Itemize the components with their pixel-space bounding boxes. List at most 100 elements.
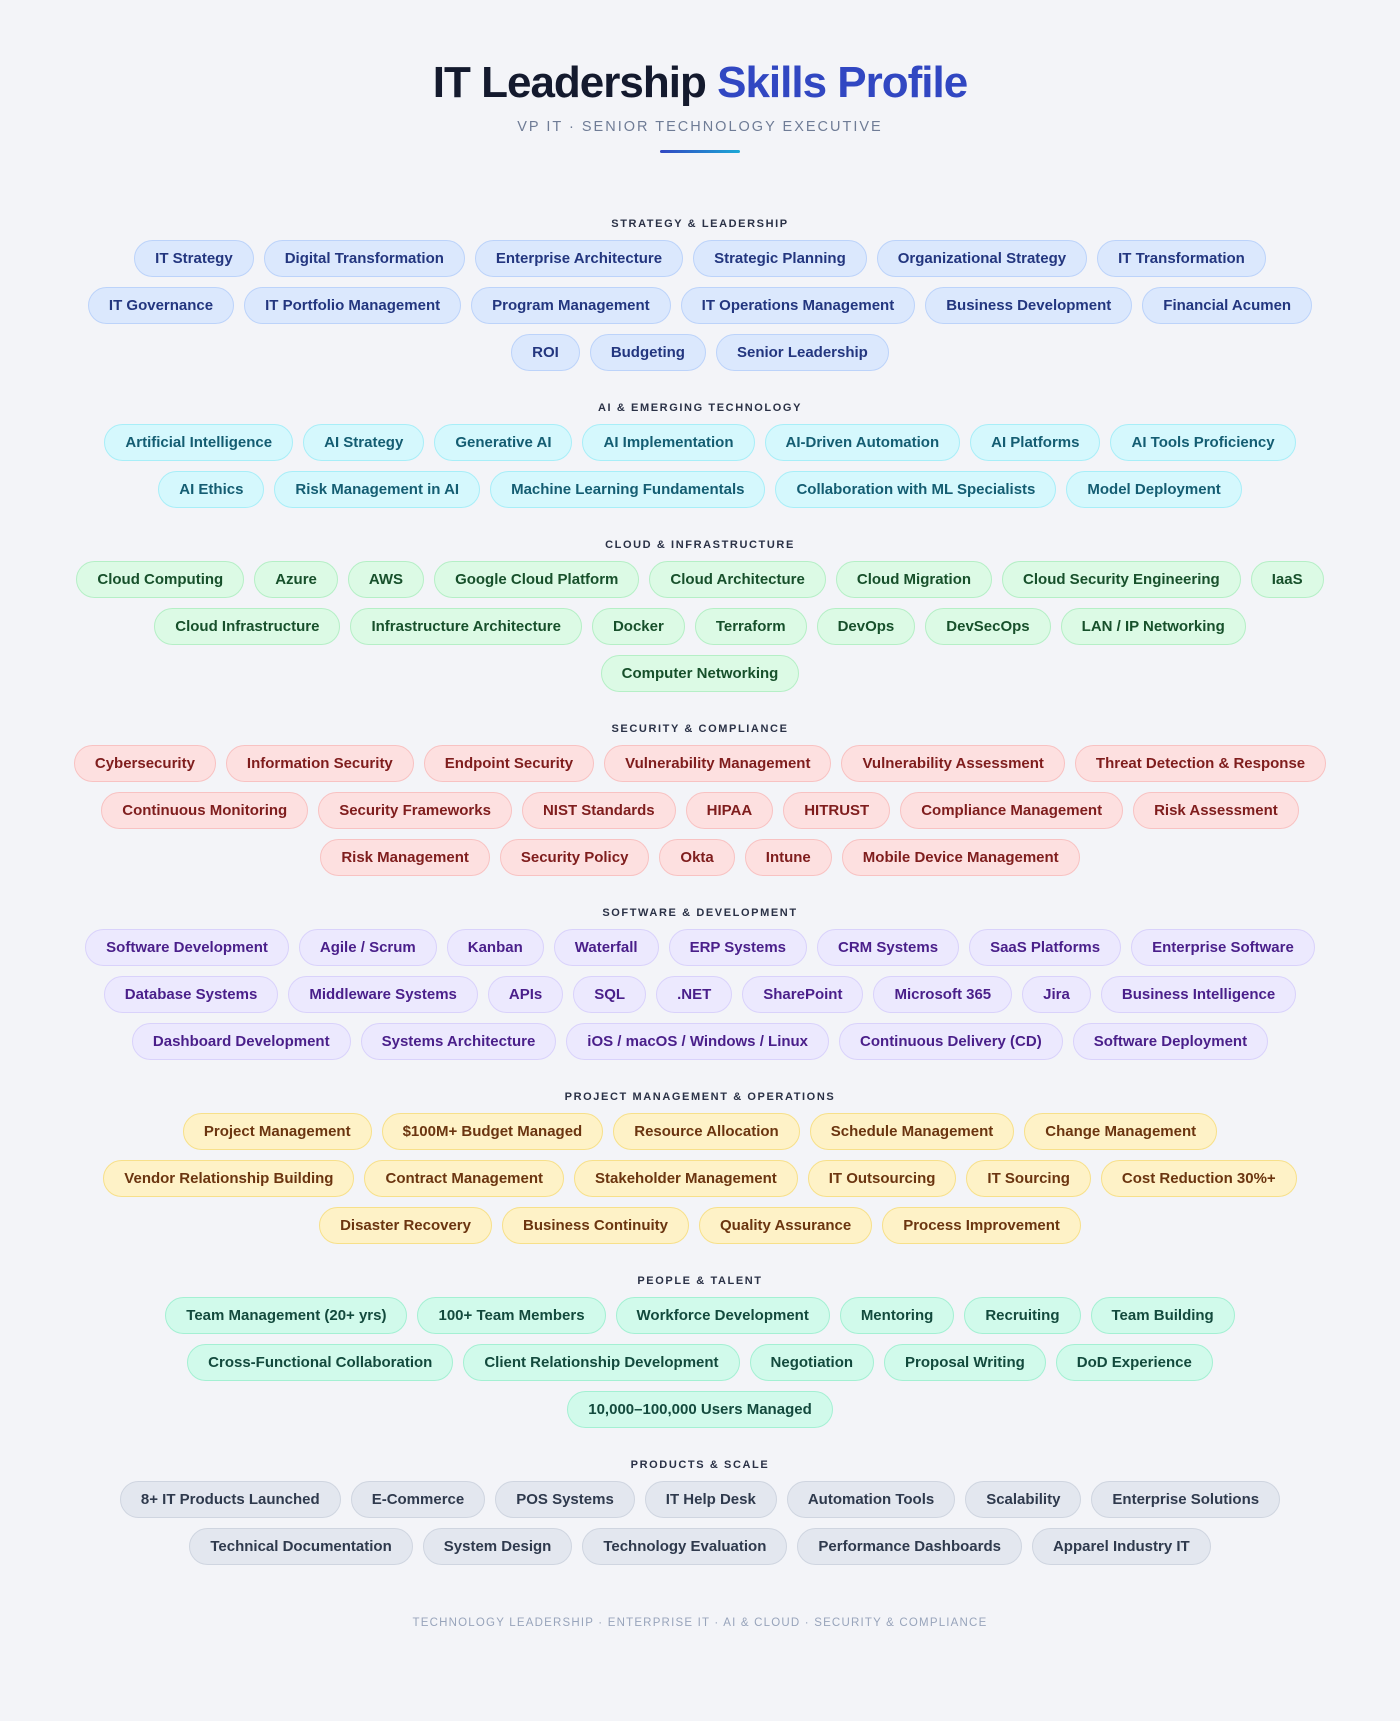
skill-tag[interactable]: Client Relationship Development xyxy=(463,1344,740,1381)
skill-tag[interactable]: Computer Networking xyxy=(600,655,800,692)
skill-tag[interactable]: SaaS Platforms xyxy=(969,929,1122,966)
skill-tag[interactable]: IT Sourcing xyxy=(966,1160,1091,1197)
skill-tag[interactable]: Enterprise Architecture xyxy=(474,240,684,277)
skill-tag[interactable]: Proposal Writing xyxy=(884,1344,1046,1381)
skill-tag[interactable]: Performance Dashboards xyxy=(797,1528,1022,1565)
skill-tag[interactable]: Cloud Migration xyxy=(835,561,993,598)
skill-tag[interactable]: IaaS xyxy=(1250,561,1324,598)
skill-tag[interactable]: Disaster Recovery xyxy=(319,1207,492,1244)
skill-tag[interactable]: IT Operations Management xyxy=(680,287,916,324)
skill-tag[interactable]: Senior Leadership xyxy=(715,334,889,371)
skill-tag[interactable]: Digital Transformation xyxy=(263,240,465,277)
skill-tag[interactable]: Enterprise Solutions xyxy=(1091,1481,1281,1518)
skill-tag[interactable]: Cross-Functional Collaboration xyxy=(187,1344,454,1381)
skill-tag[interactable]: Financial Acumen xyxy=(1142,287,1313,324)
skill-tag[interactable]: Security Policy xyxy=(499,839,650,876)
skill-tag[interactable]: Mentoring xyxy=(839,1297,955,1334)
skill-tag[interactable]: Terraform xyxy=(694,608,807,645)
skill-tag[interactable]: Generative AI xyxy=(434,424,573,461)
skill-tag[interactable]: Vulnerability Assessment xyxy=(841,745,1065,782)
skill-tag[interactable]: Risk Assessment xyxy=(1133,792,1299,829)
skill-tag[interactable]: Okta xyxy=(659,839,735,876)
skill-tag[interactable]: Dashboard Development xyxy=(131,1023,351,1060)
skill-tag[interactable]: Risk Management in AI xyxy=(274,471,481,508)
skill-tag[interactable]: Systems Architecture xyxy=(360,1023,557,1060)
skill-tag[interactable]: Technical Documentation xyxy=(189,1528,413,1565)
skill-tag[interactable]: DevOps xyxy=(816,608,916,645)
skill-tag[interactable]: $100M+ Budget Managed xyxy=(381,1113,604,1150)
skill-tag[interactable]: ROI xyxy=(511,334,580,371)
skill-tag[interactable]: Scalability xyxy=(965,1481,1082,1518)
skill-tag[interactable]: IT Outsourcing xyxy=(807,1160,957,1197)
skill-tag[interactable]: Azure xyxy=(254,561,338,598)
skill-tag[interactable]: Apparel Industry IT xyxy=(1031,1528,1211,1565)
skill-tag[interactable]: Continuous Delivery (CD) xyxy=(839,1023,1063,1060)
skill-tag[interactable]: IT Governance xyxy=(87,287,235,324)
skill-tag[interactable]: Cloud Computing xyxy=(76,561,245,598)
skill-tag[interactable]: Schedule Management xyxy=(809,1113,1015,1150)
skill-tag[interactable]: Threat Detection & Response xyxy=(1074,745,1327,782)
skill-tag[interactable]: Quality Assurance xyxy=(699,1207,873,1244)
skill-tag[interactable]: AI Implementation xyxy=(582,424,755,461)
skill-tag[interactable]: Waterfall xyxy=(553,929,659,966)
skill-tag[interactable]: HIPAA xyxy=(685,792,774,829)
skill-tag[interactable]: Artificial Intelligence xyxy=(104,424,294,461)
skill-tag[interactable]: Program Management xyxy=(471,287,671,324)
skill-tag[interactable]: SQL xyxy=(573,976,647,1013)
skill-tag[interactable]: Model Deployment xyxy=(1066,471,1242,508)
skill-tag[interactable]: Enterprise Software xyxy=(1131,929,1315,966)
skill-tag[interactable]: Project Management xyxy=(182,1113,372,1150)
skill-tag[interactable]: AI-Driven Automation xyxy=(764,424,961,461)
skill-tag[interactable]: NIST Standards xyxy=(521,792,676,829)
skill-tag[interactable]: Compliance Management xyxy=(900,792,1124,829)
skill-tag[interactable]: 100+ Team Members xyxy=(417,1297,606,1334)
skill-tag[interactable]: CRM Systems xyxy=(817,929,960,966)
skill-tag[interactable]: Team Building xyxy=(1090,1297,1235,1334)
skill-tag[interactable]: IT Help Desk xyxy=(644,1481,777,1518)
skill-tag[interactable]: Software Development xyxy=(85,929,289,966)
skill-tag[interactable]: Agile / Scrum xyxy=(298,929,437,966)
skill-tag[interactable]: Business Intelligence xyxy=(1100,976,1297,1013)
skill-tag[interactable]: 10,000–100,000 Users Managed xyxy=(567,1391,833,1428)
skill-tag[interactable]: Negotiation xyxy=(749,1344,875,1381)
skill-tag[interactable]: AI Ethics xyxy=(158,471,265,508)
skill-tag[interactable]: Mobile Device Management xyxy=(841,839,1080,876)
skill-tag[interactable]: Cybersecurity xyxy=(73,745,216,782)
skill-tag[interactable]: Strategic Planning xyxy=(693,240,867,277)
skill-tag[interactable]: Intune xyxy=(744,839,832,876)
skill-tag[interactable]: Cloud Architecture xyxy=(649,561,826,598)
skill-tag[interactable]: Cloud Infrastructure xyxy=(154,608,341,645)
skill-tag[interactable]: AWS xyxy=(347,561,425,598)
skill-tag[interactable]: IT Portfolio Management xyxy=(244,287,462,324)
skill-tag[interactable]: APIs xyxy=(487,976,564,1013)
skill-tag[interactable]: AI Strategy xyxy=(303,424,425,461)
skill-tag[interactable]: Software Deployment xyxy=(1072,1023,1269,1060)
skill-tag[interactable]: Workforce Development xyxy=(615,1297,830,1334)
skill-tag[interactable]: IT Strategy xyxy=(134,240,254,277)
skill-tag[interactable]: Budgeting xyxy=(589,334,706,371)
skill-tag[interactable]: Database Systems xyxy=(103,976,279,1013)
skill-tag[interactable]: Middleware Systems xyxy=(288,976,478,1013)
skill-tag[interactable]: Resource Allocation xyxy=(613,1113,800,1150)
skill-tag[interactable]: Jira xyxy=(1022,976,1091,1013)
skill-tag[interactable]: 8+ IT Products Launched xyxy=(119,1481,341,1518)
skill-tag[interactable]: Team Management (20+ yrs) xyxy=(165,1297,408,1334)
skill-tag[interactable]: Vulnerability Management xyxy=(604,745,832,782)
skill-tag[interactable]: Business Continuity xyxy=(502,1207,690,1244)
skill-tag[interactable]: Endpoint Security xyxy=(423,745,595,782)
skill-tag[interactable]: IT Transformation xyxy=(1097,240,1266,277)
skill-tag[interactable]: Process Improvement xyxy=(882,1207,1081,1244)
skill-tag[interactable]: E-Commerce xyxy=(350,1481,486,1518)
skill-tag[interactable]: LAN / IP Networking xyxy=(1060,608,1246,645)
skill-tag[interactable]: Docker xyxy=(591,608,685,645)
skill-tag[interactable]: Contract Management xyxy=(364,1160,565,1197)
skill-tag[interactable]: Cost Reduction 30%+ xyxy=(1100,1160,1297,1197)
skill-tag[interactable]: Technology Evaluation xyxy=(582,1528,788,1565)
skill-tag[interactable]: Recruiting xyxy=(964,1297,1081,1334)
skill-tag[interactable]: Continuous Monitoring xyxy=(101,792,309,829)
skill-tag[interactable]: DoD Experience xyxy=(1055,1344,1213,1381)
skill-tag[interactable]: Stakeholder Management xyxy=(574,1160,798,1197)
skill-tag[interactable]: Machine Learning Fundamentals xyxy=(490,471,766,508)
skill-tag[interactable]: Business Development xyxy=(925,287,1133,324)
skill-tag[interactable]: SharePoint xyxy=(742,976,864,1013)
